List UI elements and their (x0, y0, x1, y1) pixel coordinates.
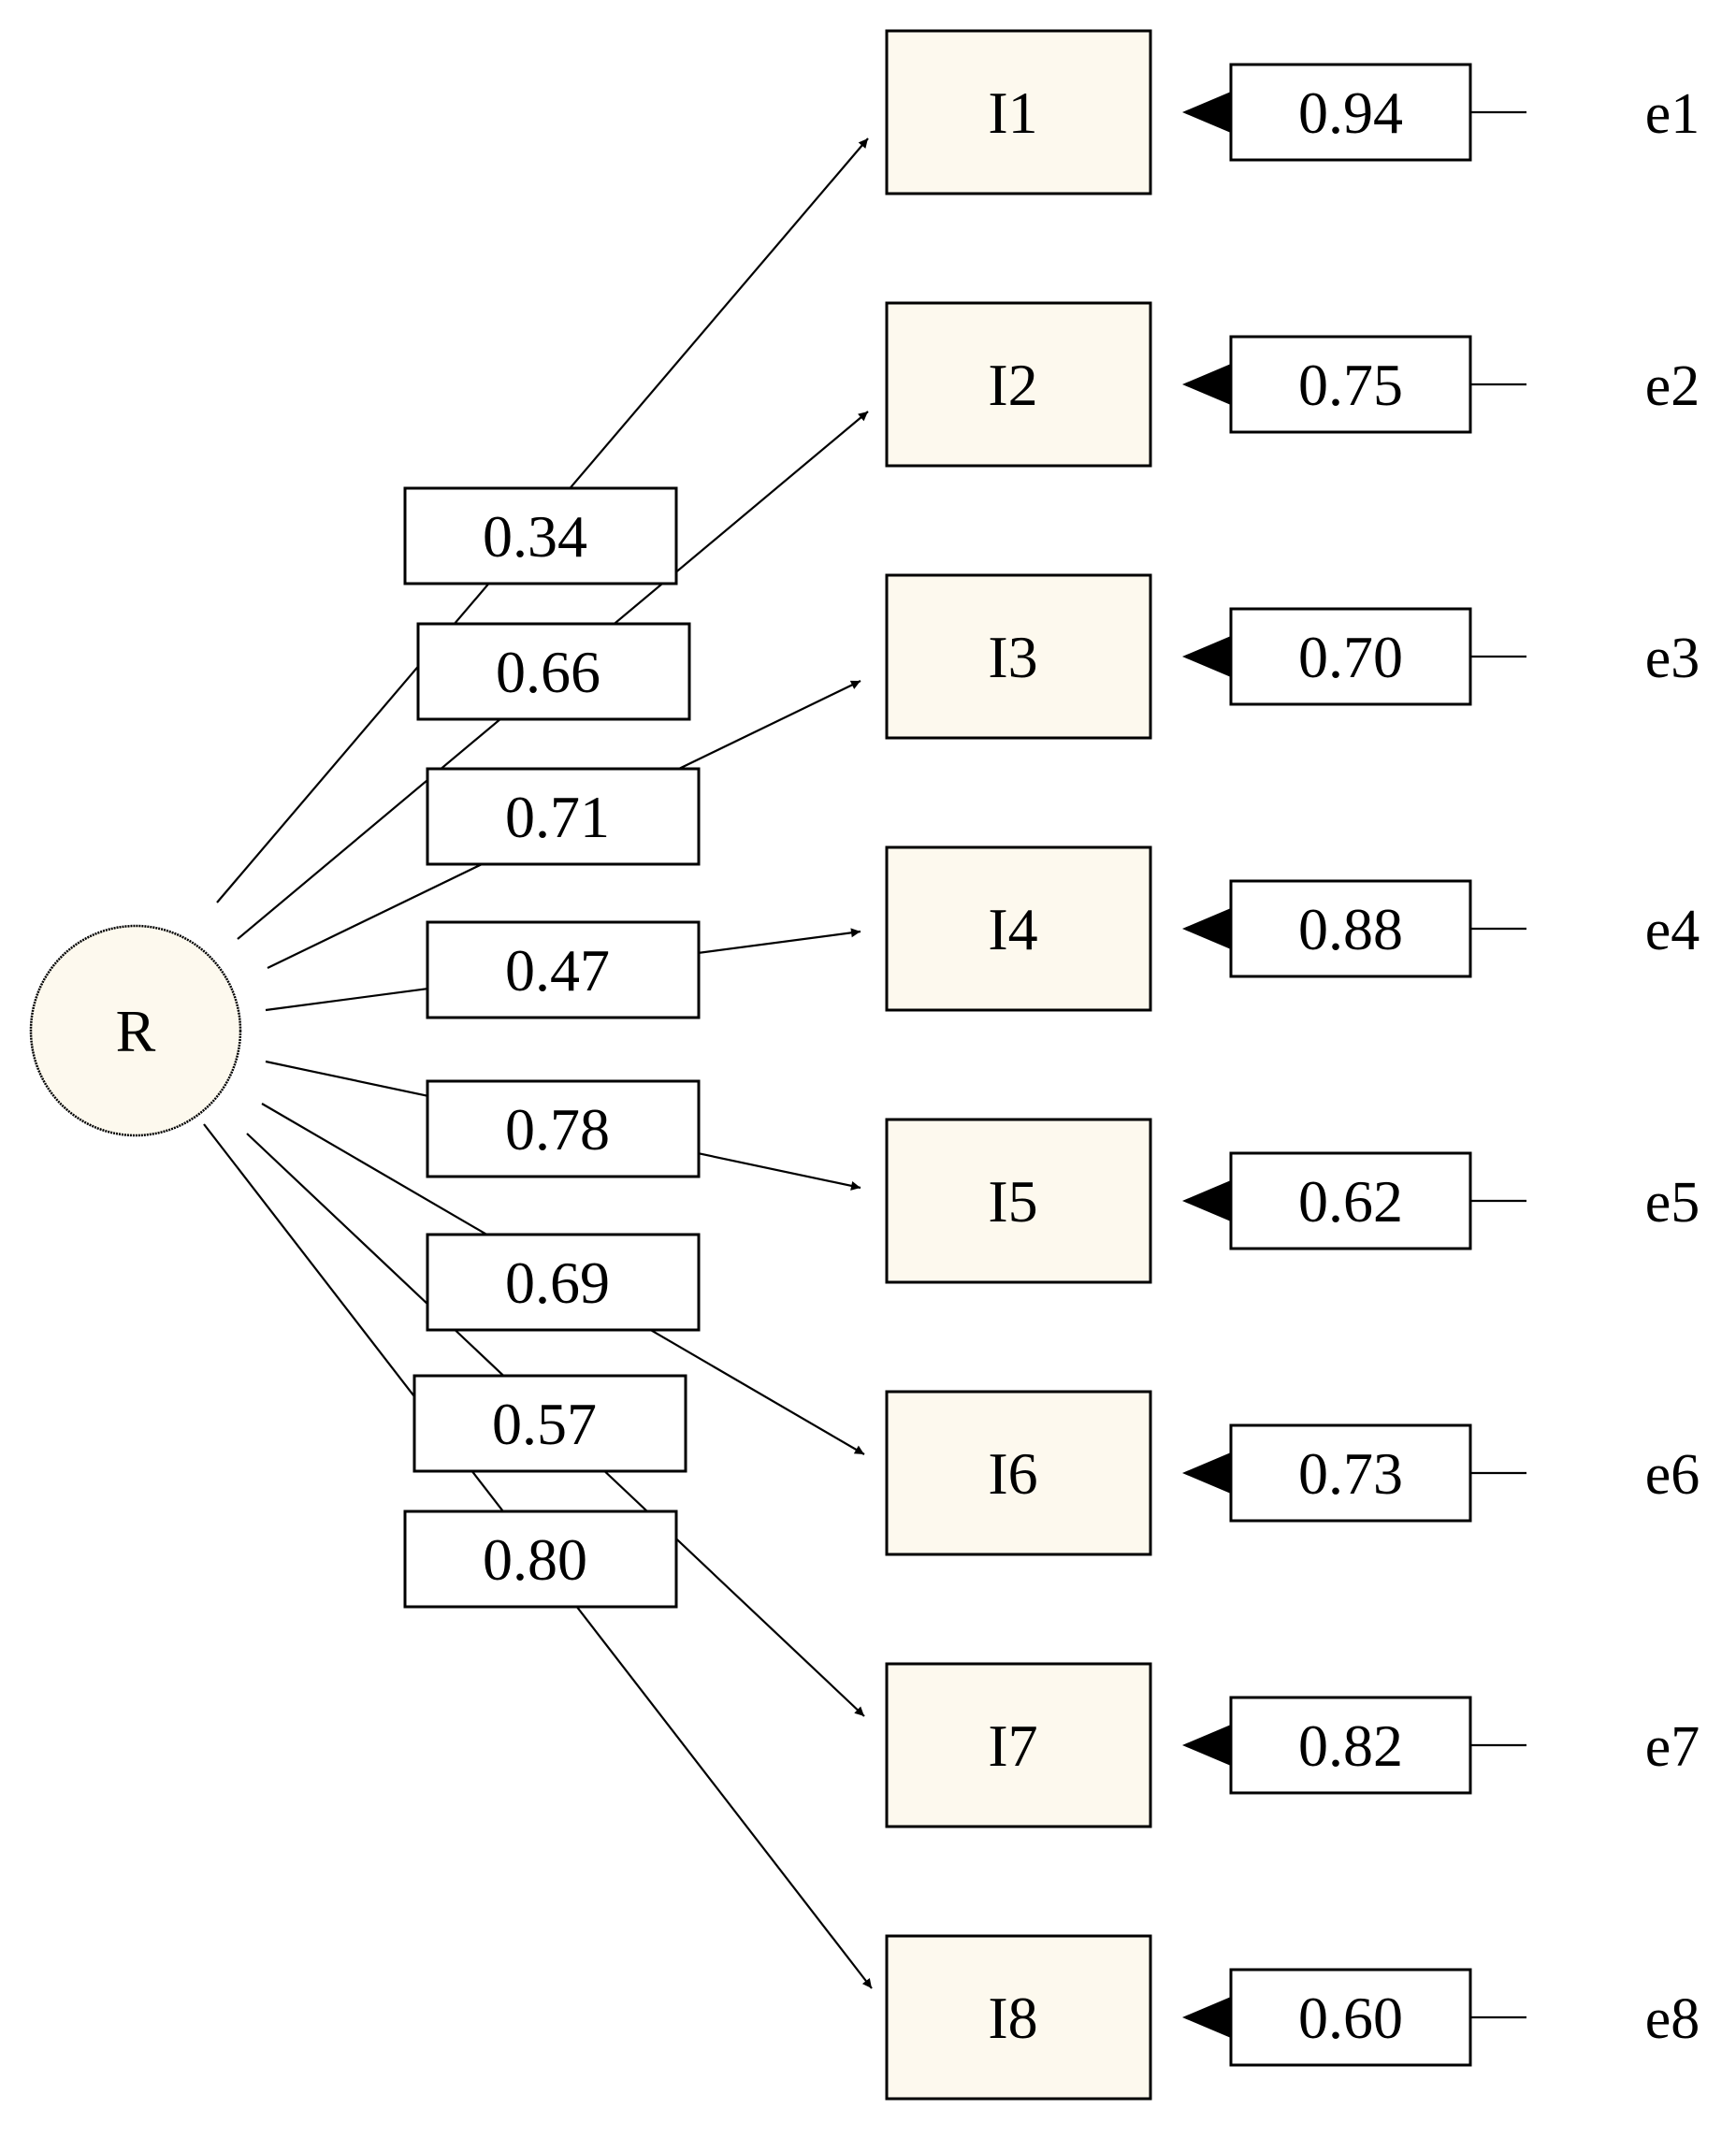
loading-label-6: 0.69 (426, 1233, 701, 1332)
error-label: e1 (1645, 82, 1700, 146)
latent-circle (29, 924, 242, 1137)
loading-value: 0.78 (505, 1096, 610, 1163)
error-arrowhead (1182, 636, 1231, 677)
indicator-box (885, 301, 1152, 468)
loading-label-8: 0.80 (403, 1510, 678, 1609)
error-label: e7 (1645, 1715, 1700, 1779)
loading-label-7: 0.57 (412, 1374, 687, 1473)
error-arrowhead (1182, 908, 1231, 949)
error-variance-value: 0.75 (1298, 352, 1403, 418)
loading-label-2: 0.66 (416, 622, 691, 721)
indicator-box (885, 1118, 1152, 1284)
error-variance-value: 0.73 (1298, 1440, 1403, 1507)
error-variance-box (1229, 63, 1472, 162)
error-variance-box (1229, 1968, 1472, 2067)
error-variance-box (1229, 607, 1472, 706)
loading-label-1: 0.34 (403, 486, 678, 585)
indicator-3: I3 (885, 573, 1152, 740)
indicator-box (885, 29, 1152, 195)
indicator-2: I2 (885, 301, 1152, 468)
loading-value: 0.47 (505, 937, 610, 1004)
indicator-4: I4 (885, 845, 1152, 1012)
indicator-label: I1 (988, 79, 1037, 146)
error-term-4: 0.88 e4 (1182, 879, 1700, 978)
error-label: e8 (1645, 1987, 1700, 2051)
error-variance-value: 0.88 (1298, 896, 1403, 962)
error-label: e4 (1645, 899, 1700, 962)
error-variance-box (1229, 879, 1472, 978)
indicator-5: I5 (885, 1118, 1152, 1284)
indicator-box (885, 573, 1152, 740)
loading-value: 0.80 (483, 1526, 587, 1593)
error-variance-value: 0.62 (1298, 1168, 1403, 1235)
loading-label-3: 0.71 (426, 767, 701, 866)
error-arrowhead (1182, 1452, 1231, 1494)
loading-label-5: 0.78 (426, 1079, 701, 1178)
error-term-7: 0.82 e7 (1182, 1696, 1700, 1795)
loading-label-box (426, 1233, 701, 1332)
loading-arrows (203, 137, 873, 1989)
indicator-box (885, 845, 1152, 1012)
indicator-box (885, 1934, 1152, 2101)
latent-factor: R (29, 924, 242, 1137)
error-term-6: 0.73 e6 (1182, 1423, 1700, 1523)
loading-label-box (426, 920, 701, 1019)
indicator-8: I8 (885, 1934, 1152, 2101)
latent-label: R (116, 998, 156, 1064)
error-label: e5 (1645, 1171, 1700, 1235)
error-variance-value: 0.60 (1298, 1985, 1403, 2051)
loading-value: 0.57 (492, 1391, 597, 1457)
indicator-box (885, 1662, 1152, 1828)
error-arrowhead (1182, 92, 1231, 133)
error-variance-value: 0.82 (1298, 1712, 1403, 1779)
error-arrowhead (1182, 1180, 1231, 1221)
error-terms: 0.94 e1 0.75 e2 0.70 e3 0.88 e4 0.62 e5 0.73 e6 0.82… (1182, 63, 1700, 2067)
error-arrowhead (1182, 1997, 1231, 2038)
error-arrowhead (1182, 364, 1231, 405)
loading-label-box (403, 486, 678, 585)
loading-value: 0.34 (483, 503, 587, 570)
error-label: e3 (1645, 627, 1700, 690)
indicator-label: I8 (988, 1985, 1037, 2051)
error-variance-box (1229, 1696, 1472, 1795)
loading-label-box (416, 622, 691, 721)
indicator-label: I2 (988, 352, 1037, 418)
indicator-label: I7 (988, 1712, 1037, 1779)
error-variance-box (1229, 1151, 1472, 1250)
loading-value: 0.69 (505, 1250, 610, 1316)
loading-label-box (426, 767, 701, 866)
error-arrowhead (1182, 1725, 1231, 1766)
loading-label-box (403, 1510, 678, 1609)
error-term-1: 0.94 e1 (1182, 63, 1700, 162)
indicator-7: I7 (885, 1662, 1152, 1828)
indicator-label: I5 (988, 1168, 1037, 1235)
indicator-label: I6 (988, 1440, 1037, 1507)
error-term-2: 0.75 e2 (1182, 335, 1700, 434)
loading-value: 0.66 (496, 639, 600, 705)
error-label: e2 (1645, 354, 1700, 418)
indicator-label: I4 (988, 896, 1037, 962)
error-term-5: 0.62 e5 (1182, 1151, 1700, 1250)
loading-label-4: 0.47 (426, 920, 701, 1019)
loading-labels: 0.34 0.66 0.71 0.47 0.78 0.69 0.57 0.80 (403, 486, 701, 1609)
indicator-1: I1 (885, 29, 1152, 195)
error-variance-value: 0.70 (1298, 624, 1403, 690)
error-variance-value: 0.94 (1298, 79, 1403, 146)
indicator-box (885, 1390, 1152, 1556)
error-variance-box (1229, 335, 1472, 434)
indicator-6: I6 (885, 1390, 1152, 1556)
error-variance-box (1229, 1423, 1472, 1523)
error-label: e6 (1645, 1443, 1700, 1507)
error-term-8: 0.60 e8 (1182, 1968, 1700, 2067)
loading-value: 0.71 (505, 784, 610, 850)
indicator-label: I3 (988, 624, 1037, 690)
loading-label-box (412, 1374, 687, 1473)
loading-label-box (426, 1079, 701, 1178)
error-term-3: 0.70 e3 (1182, 607, 1700, 706)
